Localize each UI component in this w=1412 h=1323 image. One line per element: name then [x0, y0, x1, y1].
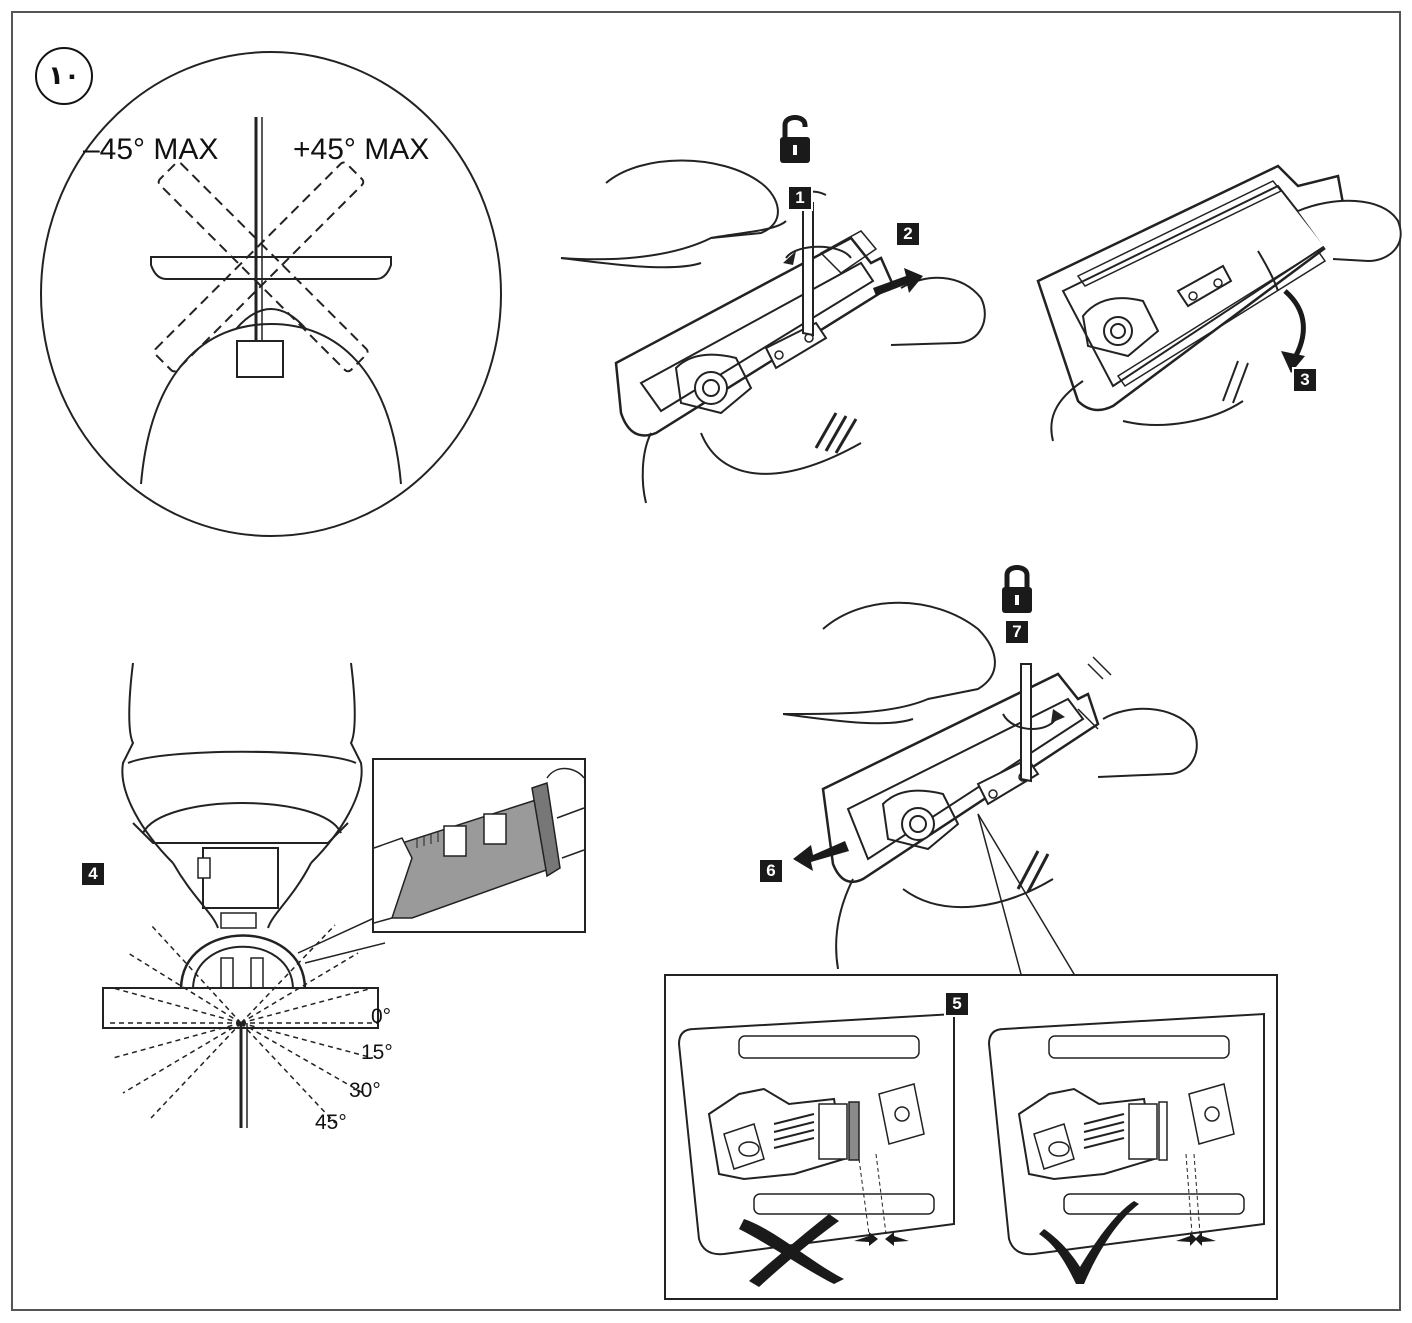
unlocked-padlock-icon [780, 113, 810, 163]
bevel-mark-30: 30° [349, 1079, 381, 1102]
bevel-mark-15: 15° [361, 1041, 393, 1064]
step-6-badge: 6 [758, 858, 784, 884]
check-mark-icon [1039, 1201, 1139, 1284]
bevel-scale-illustration [73, 663, 403, 1133]
figure-number-badge: ١٠ [35, 47, 93, 105]
incorrect-alignment-view [679, 1014, 954, 1254]
cross-mark-icon [739, 1214, 844, 1287]
bevel-scale-detail-inset [372, 758, 586, 933]
step-7-badge: 7 [1004, 619, 1030, 645]
angle-limit-illustration [31, 39, 511, 549]
minus-45-max-label: –45° MAX [83, 133, 219, 166]
bevel-mark-45: 45° [315, 1111, 347, 1134]
plus-45-max-label: +45° MAX [293, 133, 430, 166]
alignment-detail-panel [664, 974, 1278, 1300]
correct-alignment-view [989, 1014, 1264, 1254]
loosen-baseplate-illustration [561, 113, 1001, 503]
locked-padlock-icon [1002, 563, 1032, 613]
bevel-mark-0: 0° [371, 1005, 392, 1028]
step-4-badge: 4 [80, 861, 106, 887]
step-3-badge: 3 [1292, 367, 1318, 393]
manual-figure-frame: ١٠ –45° MAX +45° MAX [11, 11, 1401, 1311]
tighten-baseplate-illustration [753, 589, 1223, 989]
tilt-baseplate-illustration [1023, 151, 1412, 451]
step-2-badge: 2 [895, 221, 921, 247]
step-5-badge: 5 [944, 991, 970, 1017]
step-1-badge: 1 [787, 185, 813, 211]
